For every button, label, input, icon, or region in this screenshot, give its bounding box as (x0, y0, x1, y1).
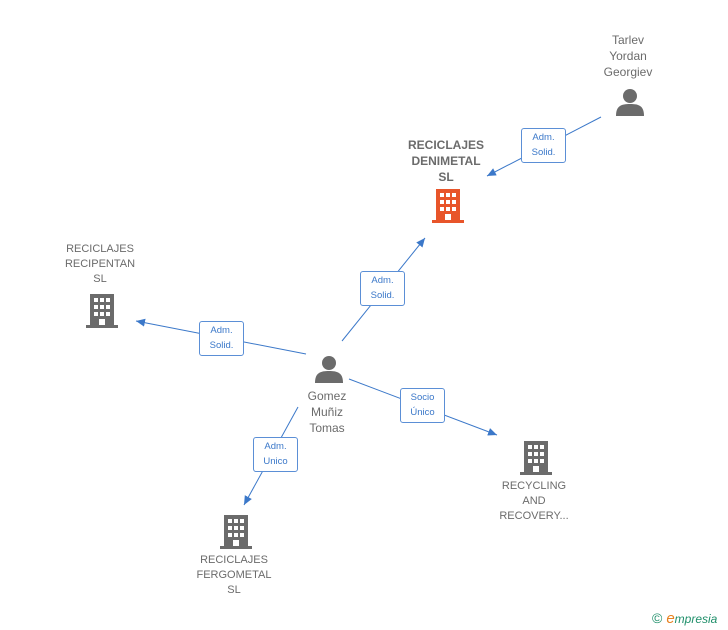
node-label-gomez[interactable]: Gomez Muñiz Tomas (307, 389, 347, 435)
edge-label-gomez-fergometal[interactable]: Adm. Unico (253, 437, 298, 472)
building-icon[interactable] (220, 515, 252, 549)
node-label-fergometal[interactable]: RECICLAJES FERGOMETAL SL (196, 554, 272, 596)
edge-label-gomez-recycling[interactable]: Socio Único (400, 388, 445, 423)
copyright-symbol: © (652, 610, 663, 626)
node-label-recipentan[interactable]: RECICLAJES RECIPENTAN SL (64, 243, 136, 285)
edge-label-tarlev-denimetal[interactable]: Adm. Solid. (521, 128, 566, 163)
edge-label-gomez-recipentan[interactable]: Adm. Solid. (199, 321, 244, 356)
brand-name: mpresia (674, 612, 718, 626)
edge-label-gomez-denimetal[interactable]: Adm. Solid. (360, 271, 405, 306)
brand-logo: ©empresia (652, 610, 717, 627)
building-icon[interactable] (86, 294, 118, 328)
building-icon[interactable] (520, 441, 552, 475)
node-label-tarlev[interactable]: Tarlev Yordan Georgiev (603, 33, 653, 79)
node-label-denimetal[interactable]: RECICLAJES DENIMETAL SL (407, 138, 484, 184)
person-icon[interactable] (616, 89, 644, 116)
brand-initial: e (666, 610, 675, 627)
building-icon[interactable] (432, 189, 464, 223)
node-label-recycling[interactable]: RECYCLING AND RECOVERY... (499, 480, 569, 522)
person-icon[interactable] (315, 356, 343, 383)
